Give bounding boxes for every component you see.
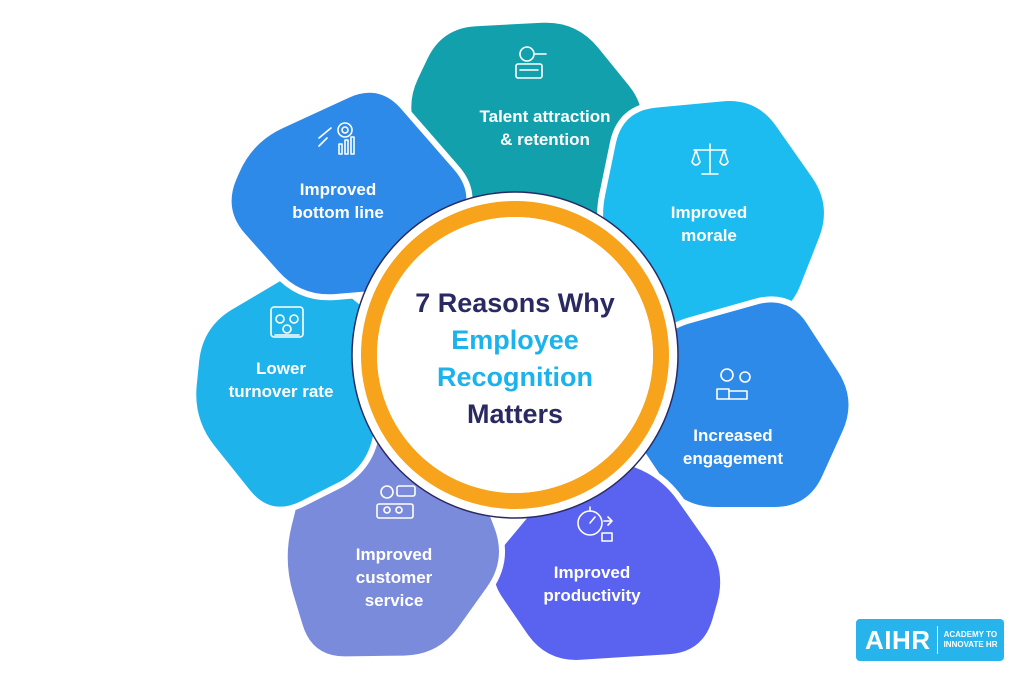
logo-divider: [936, 626, 938, 654]
title-line-3: Recognition: [437, 362, 593, 392]
growth-chart-icon: [318, 122, 355, 155]
reason-label-productivity: Improved productivity: [543, 563, 641, 605]
hiring-magnifier-icon: [515, 46, 547, 79]
aihr-logo: AIHR ACADEMY TO INNOVATE HR: [856, 619, 1004, 661]
reason-label-bottom-line: Improved bottom line: [292, 180, 384, 222]
title-line-4: Matters: [466, 399, 564, 429]
balance-scale-icon: [691, 143, 729, 175]
reason-label-morale: Improved morale: [670, 203, 748, 245]
logo-mark: AIHR: [865, 624, 931, 655]
icons-group: [270, 46, 751, 542]
logo-tagline: ACADEMY TO INNOVATE HR: [943, 630, 998, 649]
team-retention-icon: [270, 306, 304, 338]
customer-service-icon: [376, 485, 416, 519]
center-hub: [351, 191, 679, 519]
page-title: 7 Reasons Why Employee Recognition Matte…: [390, 285, 640, 433]
title-line-2: Employee: [451, 325, 579, 355]
reason-label-talent: Talent attraction & retention: [479, 107, 611, 149]
reason-label-engagement: Increased engagement: [682, 426, 784, 468]
center-ring: [361, 201, 669, 509]
engagement-gears-icon: [716, 368, 751, 400]
stopwatch-gear-icon: [577, 506, 613, 542]
title-line-1: 7 Reasons Why: [415, 288, 615, 318]
reason-label-customer-service: Improved customer service: [355, 545, 433, 610]
center-disc: [377, 217, 653, 493]
reason-label-turnover: Lower turnover rate: [228, 359, 334, 401]
